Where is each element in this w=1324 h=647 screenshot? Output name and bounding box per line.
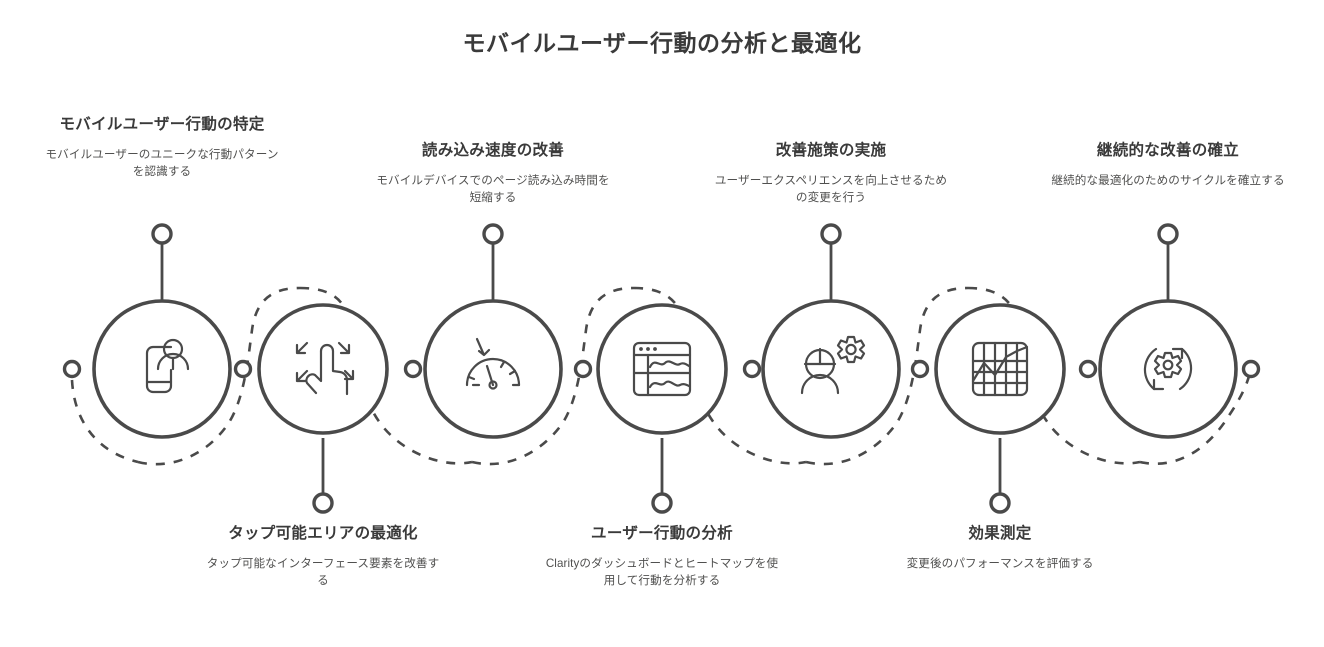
speedometer-icon	[465, 337, 521, 390]
step-label-5: 改善施策の実施 ユーザーエクスペリエンスを向上させるための変更を行う	[713, 140, 949, 207]
path-dot-end	[1241, 359, 1261, 379]
step-desc-3: モバイルデバイスでのページ読み込み時間を短縮する	[376, 174, 610, 205]
step-title-6: 効果測定	[968, 525, 1032, 542]
cycle-gear-icon	[1143, 347, 1193, 391]
step-desc-7: 継続的な最適化のためのサイクルを確立する	[1051, 174, 1285, 188]
step-title-4: ユーザー行動の分析	[591, 525, 733, 542]
connector-ring-1	[151, 223, 173, 245]
connector-ring-4	[651, 492, 673, 514]
step-title-2: タップ可能エリアの最適化	[228, 525, 418, 542]
connector-ring-5	[820, 223, 842, 245]
step-desc-5: ユーザーエクスペリエンスを向上させるための変更を行う	[714, 174, 948, 205]
path-dot-2	[403, 359, 423, 379]
step-nodes[interactable]	[92, 299, 1238, 439]
step-node-1[interactable]	[92, 299, 232, 439]
step-node-4[interactable]	[596, 303, 728, 435]
connector-ring-3	[482, 223, 504, 245]
path-dot-start	[62, 359, 82, 379]
step-desc-2: タップ可能なインターフェース要素を改善する	[206, 557, 440, 588]
user-settings-icon	[800, 335, 866, 395]
step-title-7: 継続的な改善の確立	[1096, 142, 1240, 159]
dashboard-window-icon	[632, 341, 692, 397]
path-dot-6	[1078, 359, 1098, 379]
connector-ring-6	[989, 492, 1011, 514]
step-node-3[interactable]	[423, 299, 563, 439]
chart-grid-icon	[971, 341, 1029, 397]
path-dot-1	[233, 359, 253, 379]
step-label-6: 効果測定 変更後のパフォーマンスを評価する	[882, 523, 1118, 573]
step-title-3: 読み込み速度の改善	[421, 142, 565, 159]
tap-expand-icon	[295, 341, 355, 396]
path-dot-3	[573, 359, 593, 379]
step-label-4: ユーザー行動の分析 Clarityのダッシュボードとヒートマップを使用して行動を…	[544, 523, 780, 590]
path-dot-4	[742, 359, 762, 379]
step-label-2: タップ可能エリアの最適化 タップ可能なインターフェース要素を改善する	[205, 523, 441, 590]
step-title-1: モバイルユーザー行動の特定	[59, 116, 265, 133]
step-node-5[interactable]	[761, 299, 901, 439]
step-node-2[interactable]	[257, 303, 389, 435]
step-label-1: モバイルユーザー行動の特定 モバイルユーザーのユニークな行動パターンを認識する	[44, 114, 280, 181]
step-desc-6: 変更後のパフォーマンスを評価する	[906, 557, 1094, 571]
page-title: モバイルユーザー行動の分析と最適化	[462, 30, 862, 56]
path-dot-5	[910, 359, 930, 379]
step-label-7: 継続的な改善の確立 継続的な最適化のためのサイクルを確立する	[1050, 140, 1286, 190]
connector-ring-2	[312, 492, 334, 514]
path-marker-dots	[62, 359, 1261, 379]
mobile-user-icon	[145, 338, 190, 394]
step-desc-4: Clarityのダッシュボードとヒートマップを使用して行動を分析する	[545, 557, 779, 588]
step-label-3: 読み込み速度の改善 モバイルデバイスでのページ読み込み時間を短縮する	[375, 140, 611, 207]
label-connectors	[151, 223, 1179, 514]
step-title-5: 改善施策の実施	[775, 142, 887, 159]
step-desc-1: モバイルユーザーのユニークな行動パターンを認識する	[45, 148, 279, 179]
step-node-6[interactable]	[934, 303, 1066, 435]
connector-ring-7	[1157, 223, 1179, 245]
